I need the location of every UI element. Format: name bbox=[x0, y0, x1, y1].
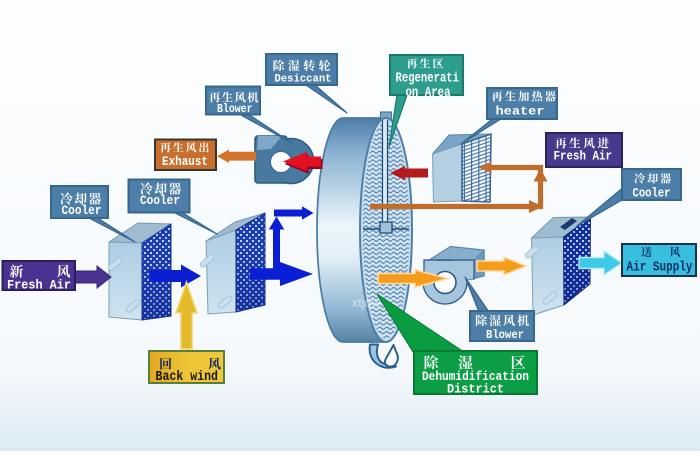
svg-text:Cooler: Cooler bbox=[140, 193, 180, 208]
svg-text:Air Supply: Air Supply bbox=[627, 261, 693, 276]
svg-text:Fresh Air: Fresh Air bbox=[7, 278, 71, 293]
svg-text:Exhaust: Exhaust bbox=[162, 155, 208, 169]
svg-text:Dehumidification: Dehumidification bbox=[422, 369, 529, 384]
svg-text:on Area: on Area bbox=[406, 86, 451, 101]
svg-text:Back wind: Back wind bbox=[156, 369, 219, 385]
svg-text:heater: heater bbox=[496, 105, 545, 119]
svg-text:Blower: Blower bbox=[217, 102, 253, 116]
svg-text:District: District bbox=[447, 381, 504, 396]
svg-text:Regenerati: Regenerati bbox=[396, 72, 460, 87]
svg-text:Cooler: Cooler bbox=[633, 186, 671, 201]
svg-text:Desiccant: Desiccant bbox=[275, 74, 332, 86]
svg-text:xtjqw: xtjqw bbox=[352, 296, 381, 310]
svg-text:Blower: Blower bbox=[486, 328, 524, 342]
svg-text:Fresh Air: Fresh Air bbox=[554, 149, 613, 164]
svg-text:Cooler: Cooler bbox=[62, 203, 102, 218]
